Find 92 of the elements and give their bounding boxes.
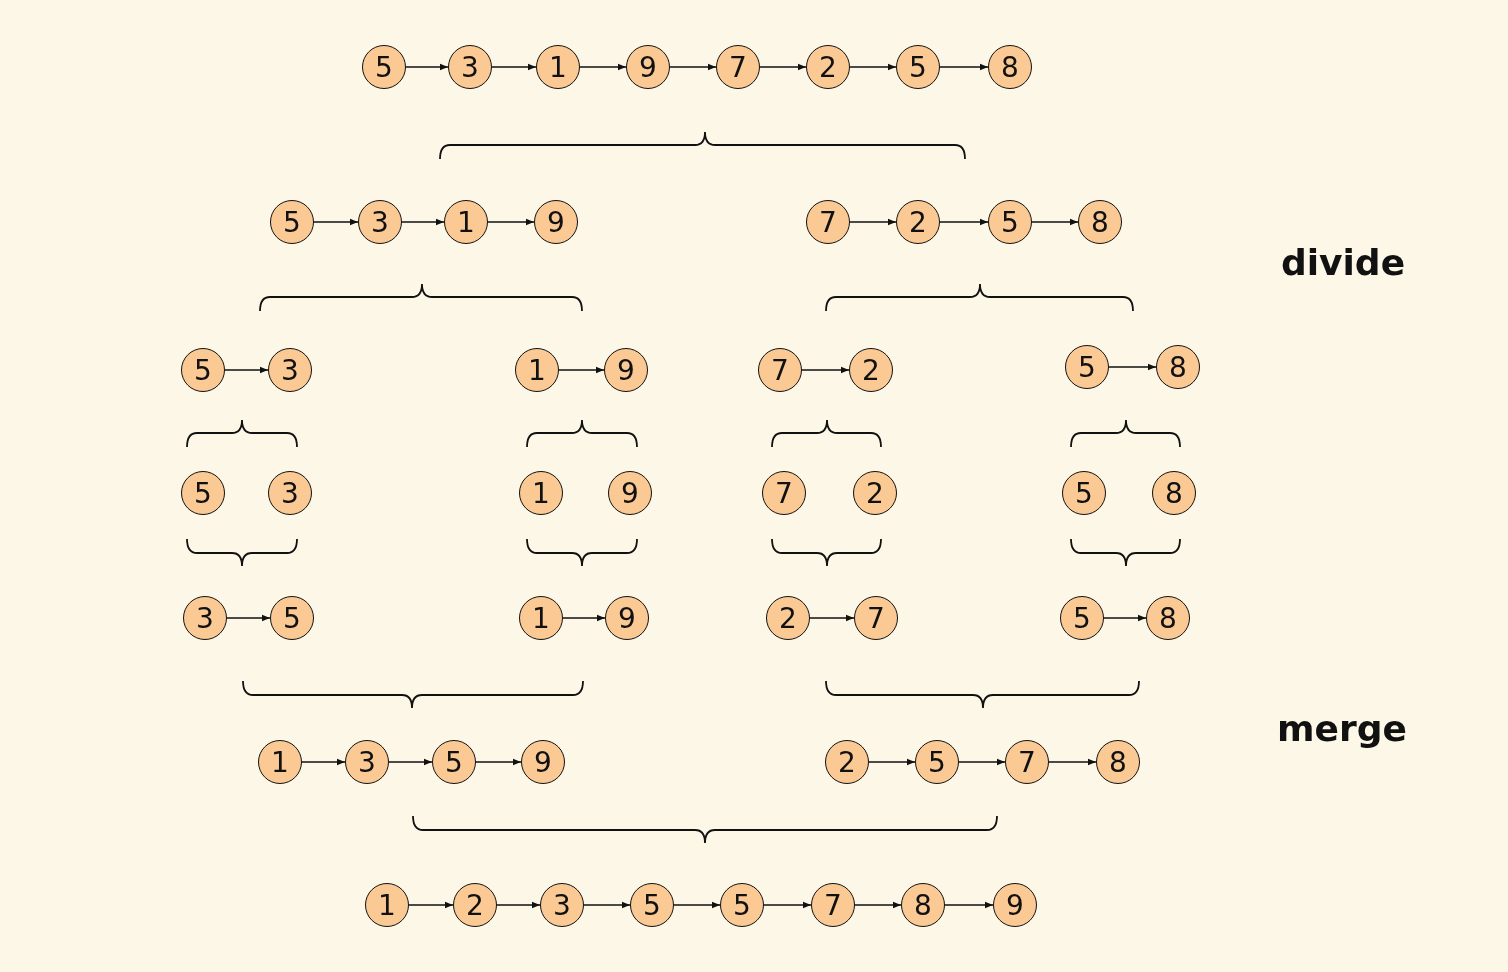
number-circle: 5 (720, 883, 764, 927)
number-circle: 3 (268, 348, 312, 392)
stage-label: divide (1280, 241, 1406, 283)
arrow (801, 366, 850, 374)
arrow (809, 614, 855, 622)
number-circle: 9 (626, 45, 670, 89)
number-circle: 7 (1005, 740, 1049, 784)
number-circle: 7 (854, 596, 898, 640)
number-circle: 8 (1096, 740, 1140, 784)
number-circle: 3 (448, 45, 492, 89)
arrow (763, 901, 812, 909)
number-circle: 5 (432, 740, 476, 784)
number-circle: 7 (762, 471, 806, 515)
arrow (669, 63, 717, 71)
number-circle: 8 (1146, 596, 1190, 640)
number-circle: 5 (1065, 345, 1109, 389)
arrow (579, 63, 627, 71)
number-circle: 5 (270, 200, 314, 244)
number-circle: 7 (758, 348, 802, 392)
number-circle: 5 (181, 471, 225, 515)
stage-label: merge (1277, 707, 1407, 749)
number-circle: 9 (534, 200, 578, 244)
arrow (759, 63, 807, 71)
arrow (1048, 758, 1097, 766)
arrow (958, 758, 1006, 766)
arrow (673, 901, 721, 909)
number-circle: 9 (521, 740, 565, 784)
number-circle: 9 (608, 471, 652, 515)
arrow (301, 758, 346, 766)
number-circle: 8 (1152, 471, 1196, 515)
number-circle: 5 (988, 200, 1032, 244)
arrow (496, 901, 541, 909)
arrow (224, 366, 269, 374)
number-circle: 7 (716, 45, 760, 89)
number-circle: 8 (1156, 345, 1200, 389)
number-circle: 5 (630, 883, 674, 927)
number-circle: 5 (915, 740, 959, 784)
number-circle: 8 (901, 883, 945, 927)
number-circle: 1 (258, 740, 302, 784)
number-circle: 8 (1078, 200, 1122, 244)
arrow (313, 218, 359, 226)
number-circle: 1 (444, 200, 488, 244)
arrow (849, 63, 897, 71)
number-circle: 1 (519, 471, 563, 515)
arrow (405, 63, 449, 71)
arrow (849, 218, 897, 226)
number-circle: 1 (515, 348, 559, 392)
arrow (939, 218, 989, 226)
number-circle: 8 (988, 45, 1032, 89)
number-circle: 5 (1060, 596, 1104, 640)
arrow (868, 758, 916, 766)
number-circle: 3 (358, 200, 402, 244)
number-circle: 5 (1062, 471, 1106, 515)
number-circle: 1 (365, 883, 409, 927)
number-circle: 2 (896, 200, 940, 244)
number-circle: 2 (825, 740, 869, 784)
arrow (1031, 218, 1079, 226)
number-circle: 2 (853, 471, 897, 515)
arrow (854, 901, 902, 909)
number-circle: 9 (604, 348, 648, 392)
arrow (583, 901, 631, 909)
arrow (401, 218, 445, 226)
number-circle: 3 (183, 596, 227, 640)
number-circle: 1 (536, 45, 580, 89)
number-circle: 9 (605, 596, 649, 640)
number-circle: 5 (270, 596, 314, 640)
number-circle: 9 (993, 883, 1037, 927)
arrow (226, 614, 271, 622)
number-circle: 3 (345, 740, 389, 784)
number-circle: 5 (362, 45, 406, 89)
arrow (1108, 363, 1157, 371)
number-circle: 1 (519, 596, 563, 640)
arrow (408, 901, 454, 909)
arrow (562, 614, 606, 622)
arrow (944, 901, 994, 909)
number-circle: 2 (766, 596, 810, 640)
arrow (1103, 614, 1147, 622)
number-circle: 7 (806, 200, 850, 244)
arrow (491, 63, 537, 71)
arrow (388, 758, 433, 766)
arrow (939, 63, 989, 71)
number-circle: 5 (896, 45, 940, 89)
number-circle: 3 (268, 471, 312, 515)
arrow (558, 366, 605, 374)
number-circle: 2 (453, 883, 497, 927)
arrow (487, 218, 535, 226)
number-circle: 2 (849, 348, 893, 392)
number-circle: 7 (811, 883, 855, 927)
arrow (475, 758, 522, 766)
number-circle: 2 (806, 45, 850, 89)
number-circle: 5 (181, 348, 225, 392)
number-circle: 3 (540, 883, 584, 927)
